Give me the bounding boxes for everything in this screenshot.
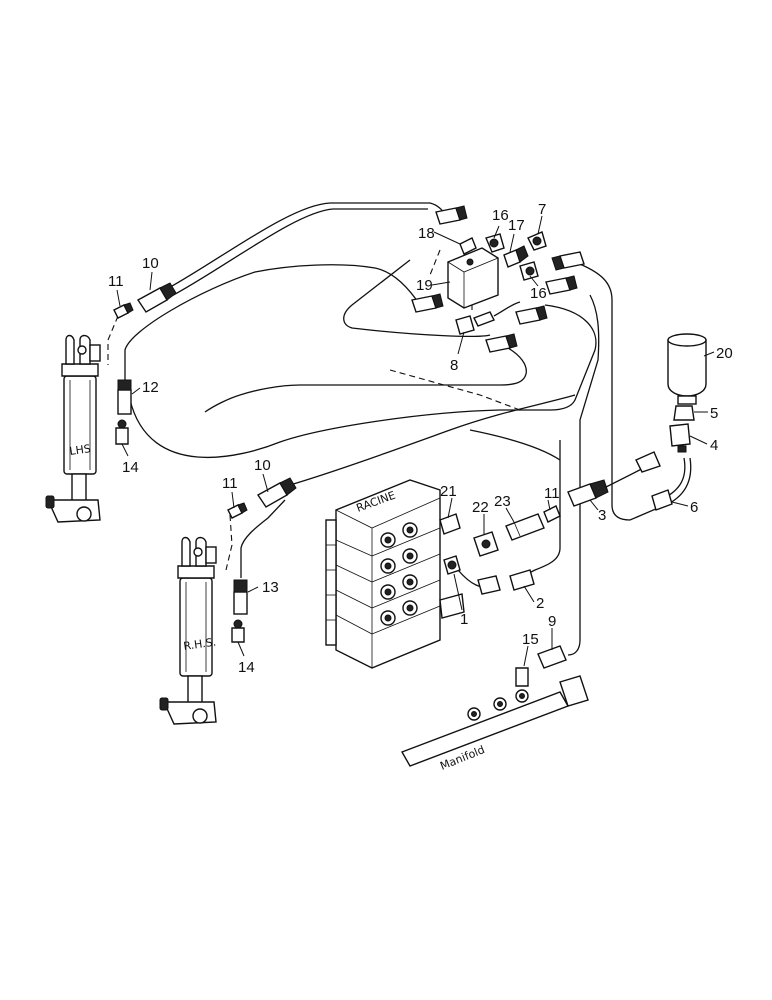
elbow-14-lower [231,619,245,643]
callout-11-right: 11 [544,485,560,502]
callout-14-lower: 14 [238,659,255,676]
hose-end-13 [233,579,248,615]
pipe-lines [124,202,666,656]
callout-8: 8 [450,357,458,374]
callout-14-upper: 14 [122,459,139,476]
hose-end-10-upper [136,282,177,313]
adaptor-21 [439,513,461,535]
callout-16-top: 16 [492,207,509,224]
tee-8 [455,301,521,335]
leader-lines [116,215,715,667]
callout-7: 7 [538,201,546,218]
top-fittings [411,205,585,353]
callout-5: 5 [710,405,718,422]
callout-20: 20 [716,345,733,362]
manifold: Manifold [400,675,589,773]
lhs-label: LHS [69,442,92,458]
hose-end-12 [117,379,132,415]
adaptor-11-upper [113,302,134,319]
callout-6: 6 [690,499,698,516]
callout-2: 2 [536,595,544,612]
callout-3: 3 [598,507,606,524]
callout-19: 19 [416,277,433,294]
callout-17: 17 [508,217,525,234]
filter-20 [667,333,707,405]
callout-10-upper: 10 [142,255,159,272]
callout-11-lower: 11 [222,475,238,492]
callout-23: 23 [494,493,511,510]
callout-10-lower: 10 [254,457,271,474]
callout-18: 18 [418,225,435,242]
adaptor-5 [673,405,695,421]
callout-22: 22 [472,499,489,516]
callout-15: 15 [522,631,539,648]
control-valve-racine: RACINE [325,479,465,669]
hose-end-3 [567,451,661,507]
hose-2 [457,569,535,595]
elbow-22 [473,531,499,557]
callout-13: 13 [262,579,279,596]
hose-6 [651,457,692,511]
adaptor-11-lower [227,502,248,519]
callout-12: 12 [142,379,159,396]
elbow-1 [443,555,461,575]
hose-end-10-lower [256,477,297,508]
callout-1: 1 [460,611,468,628]
valve-block-19 [447,247,499,309]
callout-11-upper: 11 [108,273,124,290]
callout-21: 21 [440,483,457,500]
lhs-lift-cylinder: LHS [45,334,101,523]
callout-numbers: 10 11 12 14 10 11 13 14 16 17 7 18 19 16… [108,201,733,676]
adaptor-15 [515,667,529,687]
rhs-lift-cylinder: R.H.S. [159,536,217,725]
hose-end-9 [537,645,567,669]
tee-4 [669,423,691,453]
callout-4: 4 [710,437,718,454]
valve-23 [505,513,545,541]
elbow-14-upper [115,419,129,445]
callout-9: 9 [548,613,556,630]
adaptor-11-right [543,505,561,523]
rhs-label: R.H.S. [183,636,217,653]
callout-16-right: 16 [530,285,547,302]
